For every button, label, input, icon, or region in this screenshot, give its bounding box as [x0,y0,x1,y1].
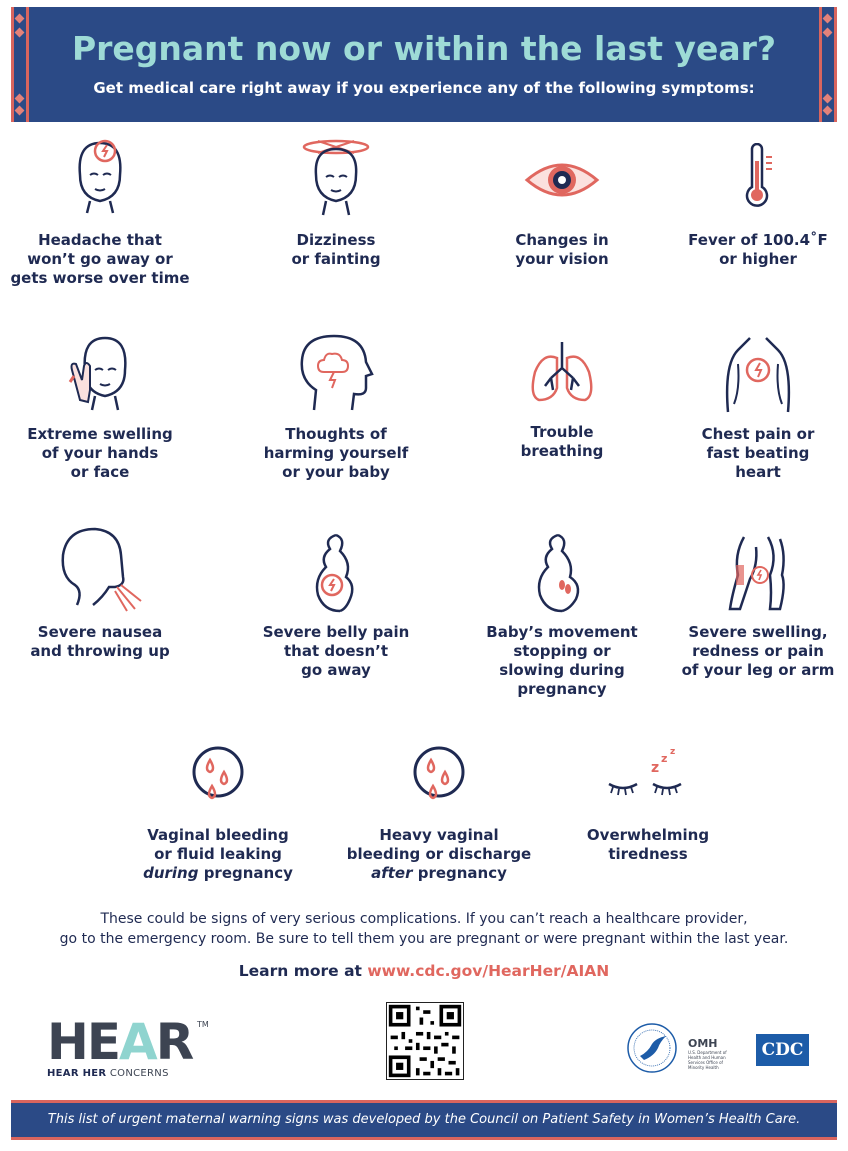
qr-code[interactable] [386,1002,464,1080]
warning-note-line-2: go to the emergency room. Be sure to tel… [59,931,789,947]
movement-label-4: pregnancy [517,680,607,698]
bleeding-during-label-2: or fluid leaking [154,845,282,863]
right-border-pattern [819,7,837,122]
bleeding-during-label-1: Vaginal bleeding [147,826,289,844]
fever-label-2: or higher [719,250,797,268]
hear-logo-r: R [155,1013,194,1071]
bleeding-after-label-2: bleeding or discharge [346,845,532,863]
left-border-pattern [11,7,29,122]
swelling-label-1: Extreme swelling [27,425,173,443]
bleeding-during-emphasis: during [143,864,199,882]
bleeding-after-rest: pregnancy [412,864,507,882]
bleeding-after-label-3: after pregnancy [339,864,539,883]
thermometer-icon [745,143,772,207]
pregnant-baby-feet-icon [537,533,580,613]
nausea-icon [61,527,142,612]
breathing-label-2: breathing [520,442,604,460]
eye-icon [524,163,600,197]
nausea-label-1: Severe nausea [37,623,163,641]
cdc-logo-text: CDC [761,1040,804,1060]
thoughts-label-3: or your baby [282,463,390,481]
headache-label-1: Headache that [38,231,162,249]
chest-label-1: Chest pain or [701,425,815,443]
hear-logo-a: A [119,1013,158,1071]
learn-more: Learn more at www.cdc.gov/HearHer/AIAN [0,962,848,980]
omh-logo-name: OMH [688,1037,718,1050]
cdc-logo: CDC [756,1034,809,1066]
chest-label-2: fast beating [706,444,810,462]
svg-text:z: z [670,747,675,757]
omh-logo-subtitle: U.S. Department of Health and Human Serv… [688,1050,727,1070]
nausea-label-2: and throwing up [30,642,170,660]
hear-logo-he: HE [47,1013,121,1071]
blood-drops-icon [413,746,465,800]
swelling-label-3: or face [70,463,130,481]
svg-text:z: z [651,760,659,776]
thoughts-label-2: harming yourself [263,444,409,462]
hear-logo-tag-rest: CONCERNS [106,1068,169,1079]
qr-code-icon [388,1004,462,1078]
fever-label-1: Fever of 100.4˚F [688,231,828,249]
vision-label-2: your vision [515,250,609,268]
blood-drops-icon [192,746,244,800]
footer-text: This list of urgent maternal warning sig… [47,1112,801,1127]
tiredness-label-2: tiredness [608,845,688,863]
dizziness-label-1: Dizziness [296,231,376,249]
header-banner: Pregnant now or within the last year? Ge… [11,7,837,122]
bleeding-after-emphasis: after [371,864,413,882]
movement-label-2: stopping or [513,642,611,660]
swelling-label-2: of your hands [41,444,159,462]
headache-label-3: gets worse over time [10,269,190,287]
leg-label-3: of your leg or arm [681,661,835,679]
bleeding-during-rest: pregnancy [198,864,293,882]
bleeding-after-label-1: Heavy vaginal [379,826,499,844]
swelling-face-icon [68,336,127,411]
svg-text:z: z [661,752,667,765]
breathing-label-1: Trouble [530,423,594,441]
hear-her-logo: HEAR TM HEAR HER CONCERNS [47,1013,209,1079]
omh-logo: OMH U.S. Department of Health and Human … [688,1037,738,1070]
dizziness-label-2: or fainting [291,250,381,268]
belly-label-1: Severe belly pain [262,623,410,641]
leg-label-1: Severe swelling, [688,623,828,641]
movement-label-3: slowing during [499,661,625,679]
page-subtitle: Get medical care right away if you exper… [93,79,755,97]
lungs-icon [531,342,593,402]
headache-icon [78,139,122,214]
hhs-seal-icon [627,1023,677,1073]
headache-label-2: won’t go away or [27,250,173,268]
vision-label-1: Changes in [515,231,609,249]
belly-label-2: that doesn’t [283,642,389,660]
page-title: Pregnant now or within the last year? [71,29,777,68]
belly-label-3: go away [301,661,371,679]
warning-note-line-1: These could be signs of very serious com… [100,911,748,927]
pregnant-belly-pain-icon [315,533,354,613]
movement-label-1: Baby’s movement [486,623,638,641]
learn-more-prefix: Learn more at [238,962,368,980]
hear-logo-trademark: TM [197,1020,209,1029]
learn-more-link[interactable]: www.cdc.gov/HearHer/AIAN [367,962,610,980]
leg-swelling-icon [728,536,785,611]
tiredness-label-1: Overwhelming [586,826,710,844]
bleeding-during-label-3: during pregnancy [118,864,318,883]
leg-label-2: redness or pain [692,642,824,660]
head-profile-storm-icon [300,334,374,411]
hear-logo-tag-bold: HEAR HER [47,1068,107,1079]
footer-banner: This list of urgent maternal warning sig… [11,1100,837,1140]
dizziness-icon [302,139,370,216]
chest-label-3: heart [735,463,781,481]
thoughts-label-1: Thoughts of [285,425,387,443]
chest-pain-icon [725,337,791,413]
sleepy-eyes-icon: z z z [608,747,682,796]
